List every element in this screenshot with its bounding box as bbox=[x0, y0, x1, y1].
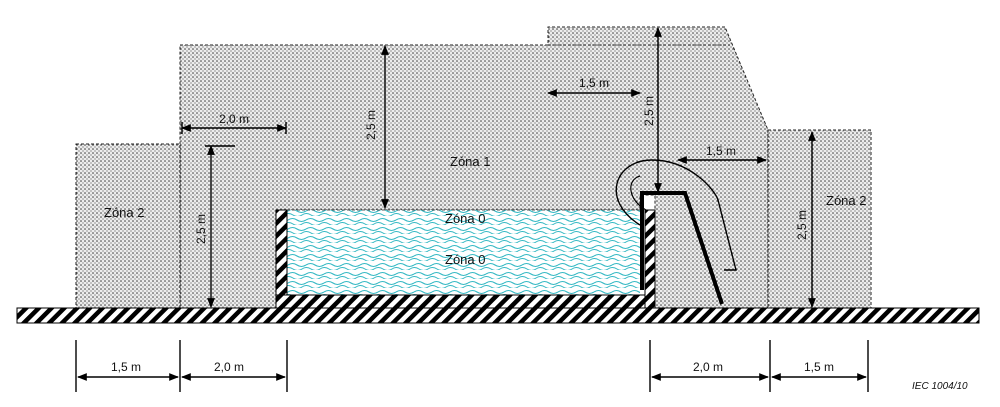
label-top-right-offset: 1,5 m bbox=[579, 76, 609, 90]
pool-water bbox=[287, 210, 640, 295]
label-left-zone1-height: 2,5 m bbox=[194, 214, 208, 244]
pool-wall-left bbox=[275, 209, 288, 309]
label-bottom-left-2: 2,0 m bbox=[214, 360, 244, 374]
label-height-above-slide: 2,5 m bbox=[642, 96, 656, 126]
label-bottom-right-1: 2,0 m bbox=[693, 360, 723, 374]
label-zone2-right: Zóna 2 bbox=[826, 193, 866, 208]
label-bottom-left-1: 1,5 m bbox=[111, 360, 141, 374]
slide-structure bbox=[615, 159, 737, 305]
label-right-gap: 1,5 m bbox=[706, 144, 736, 158]
pool-wall-right bbox=[644, 209, 656, 309]
label-right-zone2-height: 2,5 m bbox=[795, 210, 809, 240]
zone2-left-area bbox=[75, 143, 181, 309]
label-bottom-right-2: 1,5 m bbox=[804, 360, 834, 374]
pool-floor bbox=[275, 294, 656, 309]
zone2-right-area bbox=[767, 129, 872, 309]
label-zone1: Zóna 1 bbox=[450, 154, 490, 169]
label-zone2-left: Zóna 2 bbox=[104, 205, 144, 220]
label-zone0-upper: Zóna 0 bbox=[445, 211, 485, 226]
reference-code: IEC 1004/10 bbox=[912, 381, 968, 392]
label-top-left-width: 2,0 m bbox=[219, 112, 249, 126]
label-zone0-lower: Zóna 0 bbox=[445, 252, 485, 267]
label-height-above-pool: 2,5 m bbox=[364, 110, 378, 140]
ground bbox=[16, 307, 980, 324]
